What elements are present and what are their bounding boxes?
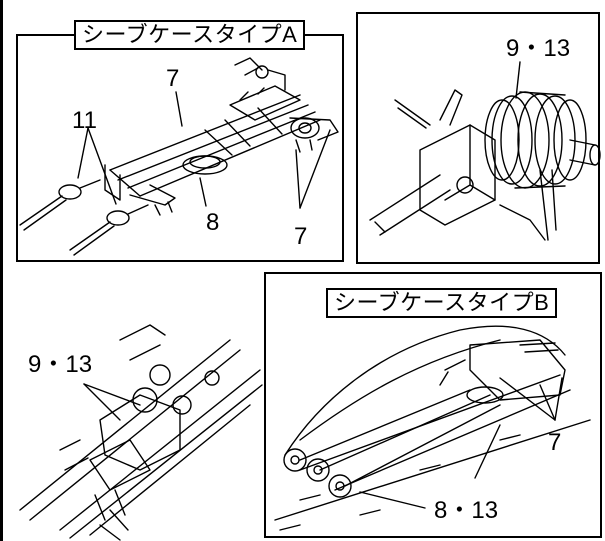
sheet-left-border — [0, 0, 3, 541]
panel-type-a — [16, 34, 344, 262]
label-part-11: 11 — [72, 107, 97, 134]
label-part-7-bottom: 7 — [294, 223, 308, 250]
type-b-leader-lines — [359, 377, 563, 509]
label-part-7-b: 7 — [548, 429, 562, 456]
panel-top-right — [356, 12, 600, 264]
label-part-8-13: 8・13 — [434, 497, 499, 524]
type-b-title: シーブケースタイプB — [326, 288, 558, 318]
label-part-9-13-left: 9・13 — [28, 351, 93, 378]
type-a-title: シーブケースタイプA — [74, 20, 306, 50]
boom-base-leader-lines — [83, 383, 141, 421]
winch-drum-drawing — [369, 89, 601, 241]
type-a-sheave-case-drawing — [19, 57, 339, 256]
label-part-8: 8 — [206, 209, 220, 236]
label-part-7-top: 7 — [166, 65, 180, 92]
boom-base-drawing — [19, 324, 263, 541]
label-part-9-13-top: 9・13 — [506, 35, 571, 62]
type-a-leader-lines — [77, 91, 331, 209]
type-b-boom-drawing — [274, 325, 591, 531]
winch-leader-line — [515, 61, 521, 99]
